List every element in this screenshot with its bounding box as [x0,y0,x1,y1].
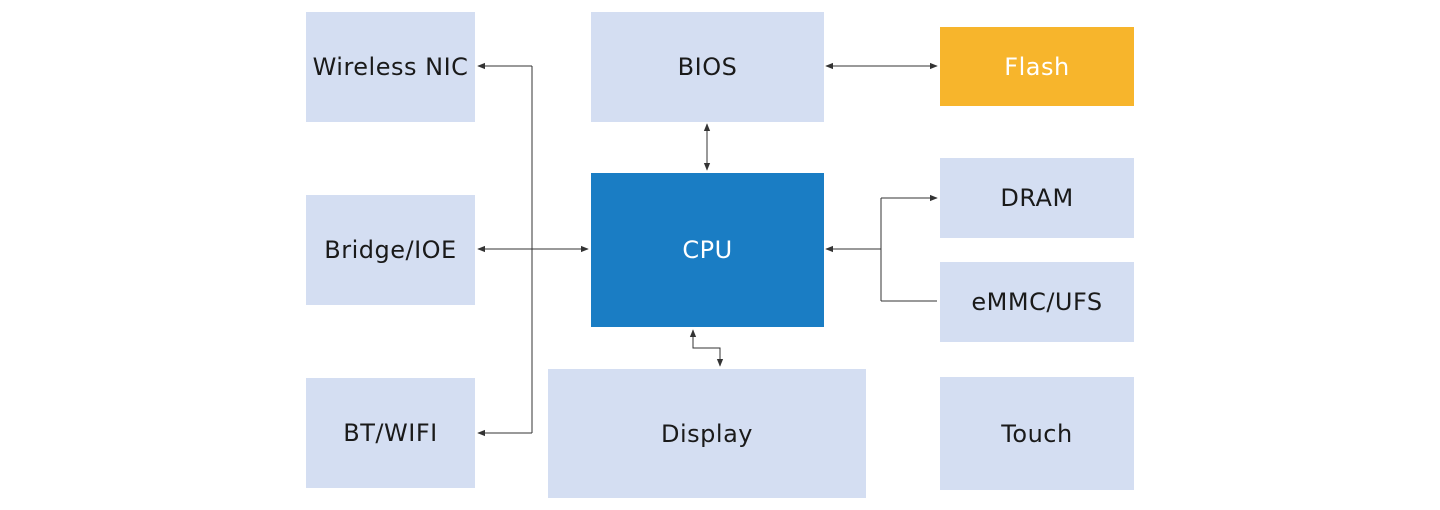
cpu-label: CPU [682,236,733,264]
touch-label: Touch [1001,419,1073,448]
emmc-ufs-label: eMMC/UFS [971,288,1103,316]
bt-wifi-label: BT/WIFI [343,419,438,447]
cpu-block: CPU [591,173,824,327]
wireless-nic-label: Wireless NIC [312,53,469,81]
bridge-ioe-label: Bridge/IOE [324,236,457,264]
display-label: Display [661,419,753,448]
flash-block: Flash [940,27,1134,106]
touch-block: Touch [940,377,1134,490]
flash-label: Flash [1004,52,1070,81]
link-cpu-display [689,329,724,367]
display-block: Display [548,369,866,498]
bios-block: BIOS [591,12,824,122]
bios-label: BIOS [677,53,738,81]
bt-wifi-block: BT/WIFI [306,378,475,488]
bridge-ioe-block: Bridge/IOE [306,195,475,305]
wireless-nic-block: Wireless NIC [306,12,475,122]
dram-label: DRAM [1000,184,1074,212]
emmc-ufs-block: eMMC/UFS [940,262,1134,342]
dram-block: DRAM [940,158,1134,238]
